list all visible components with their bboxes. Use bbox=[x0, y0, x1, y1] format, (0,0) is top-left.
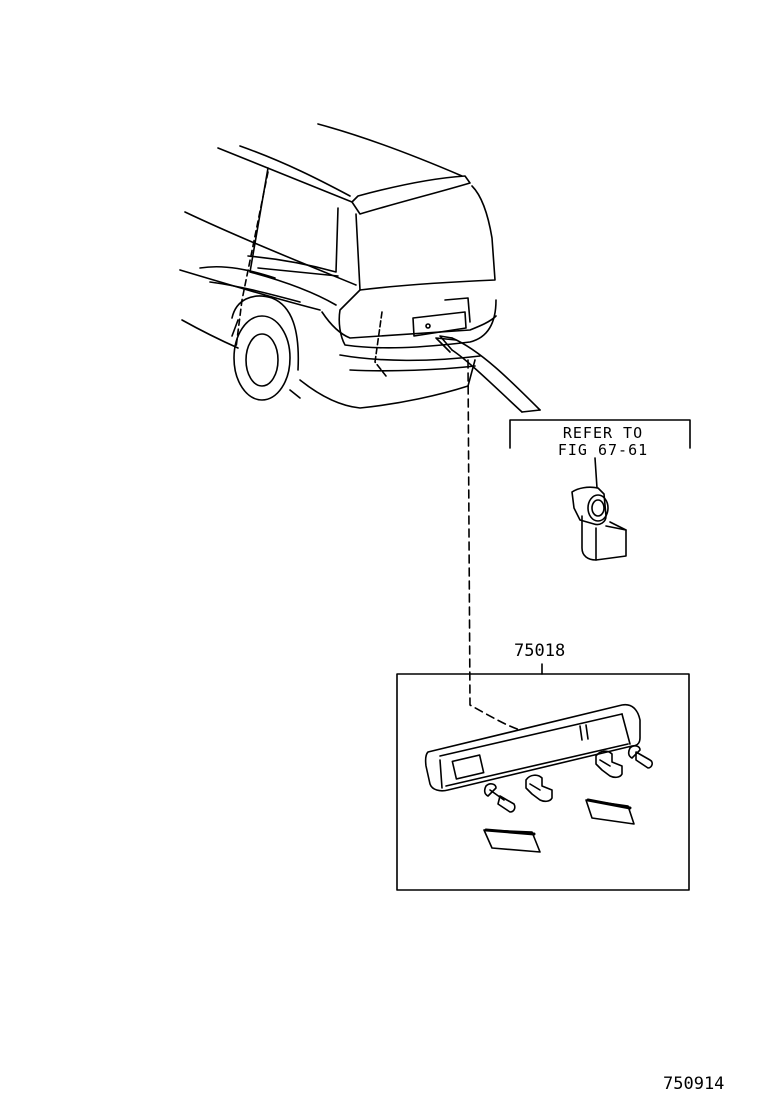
adhesive-pad-left-illustration bbox=[483, 828, 541, 853]
leader-dashed-line bbox=[467, 359, 521, 731]
location-arrow bbox=[435, 335, 541, 413]
part-number-label: 75018 bbox=[514, 641, 566, 661]
refer-line-1: REFER TO bbox=[562, 424, 644, 442]
lamp-socket-illustration bbox=[571, 486, 627, 561]
bushing-left-illustration bbox=[525, 774, 553, 803]
refer-line-2: FIG 67-61 bbox=[557, 441, 649, 459]
vehicle-rear-illustration bbox=[179, 123, 497, 409]
refer-callout-frame bbox=[509, 419, 691, 489]
high-mount-stop-lamp-illustration bbox=[424, 703, 641, 792]
adhesive-pad-right-illustration bbox=[585, 798, 635, 825]
screw-left-illustration bbox=[483, 783, 516, 813]
refer-label: REFER TO FIG 67-61 bbox=[548, 425, 658, 459]
part-frame bbox=[396, 663, 690, 891]
screw-right-illustration bbox=[627, 745, 653, 769]
figure-number-label: 750914 bbox=[663, 1074, 725, 1094]
bushing-right-illustration bbox=[595, 750, 623, 779]
